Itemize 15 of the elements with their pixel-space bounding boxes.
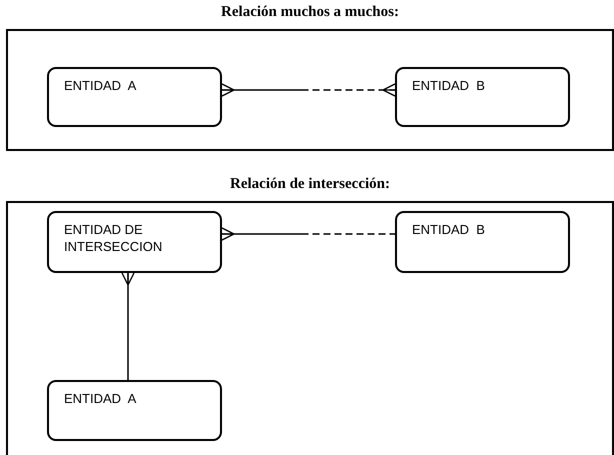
entity-name: ENTIDAD A — [64, 77, 138, 94]
entity-name: ENTIDAD A — [64, 390, 138, 407]
entity-box — [47, 380, 222, 441]
entity-name: ENTIDAD B — [412, 77, 486, 94]
relationship-line — [221, 83, 396, 97]
entity-box — [47, 211, 222, 273]
entity-box — [47, 67, 222, 127]
entity-box — [395, 211, 570, 273]
entity-name: ENTIDAD DE INTERSECCION — [64, 221, 164, 255]
panel-heading: Relación muchos a muchos: — [220, 4, 400, 21]
panel-heading: Relación de intersección: — [229, 176, 391, 193]
relationship-line — [121, 272, 135, 380]
relationship-line — [221, 227, 395, 241]
entity-box — [395, 67, 570, 127]
entity-name: ENTIDAD B — [412, 221, 486, 238]
